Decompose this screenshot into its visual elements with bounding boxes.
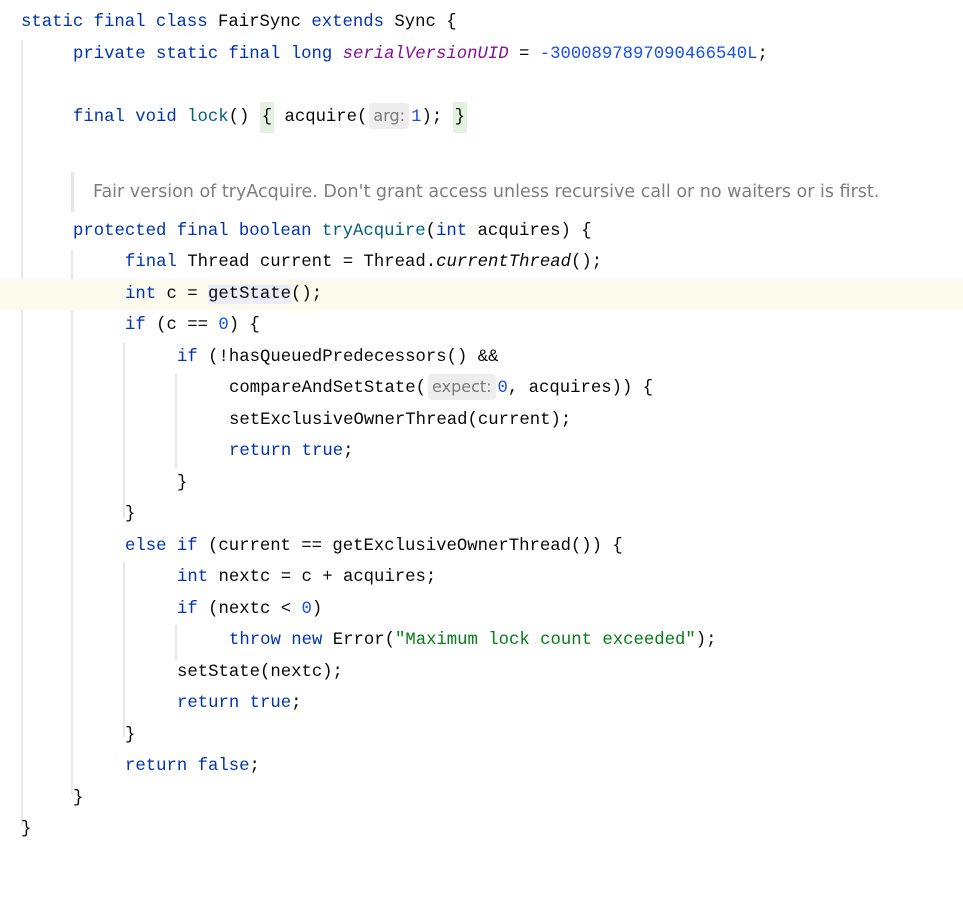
keyword: if bbox=[177, 600, 198, 619]
keyword: return true bbox=[229, 442, 344, 461]
code-line[interactable]: private static final long serialVersionU… bbox=[0, 39, 963, 70]
code-text: (); bbox=[570, 253, 603, 272]
closing-brace: } bbox=[21, 820, 32, 839]
code-text: , acquires)) { bbox=[507, 379, 654, 398]
keyword: protected final boolean bbox=[73, 222, 312, 241]
code-line[interactable]: protected final boolean tryAcquire(int a… bbox=[0, 216, 963, 247]
code-text: ; bbox=[343, 442, 354, 461]
code-text: ; bbox=[291, 694, 302, 713]
indent-guide bbox=[123, 562, 125, 737]
code-text: nextc = c + acquires; bbox=[218, 568, 437, 587]
code-text: ( bbox=[425, 222, 436, 241]
code-text: = bbox=[508, 45, 540, 64]
code-text: ; bbox=[757, 45, 768, 64]
code-line[interactable]: } bbox=[0, 783, 963, 814]
code-line[interactable]: int nextc = c + acquires; bbox=[0, 562, 963, 593]
rendered-doc-comment[interactable]: Fair version of tryAcquire. Don't grant … bbox=[71, 172, 963, 212]
code-line[interactable]: final Thread current = Thread.currentThr… bbox=[0, 247, 963, 278]
code-text: () bbox=[228, 108, 250, 127]
code-text: compareAndSetState( bbox=[229, 379, 427, 398]
keyword: return true bbox=[177, 694, 292, 713]
code-line[interactable]: } bbox=[0, 814, 963, 845]
indent-guide bbox=[21, 40, 23, 825]
indent-guide bbox=[71, 250, 73, 795]
code-text: setState(nextc); bbox=[177, 663, 343, 682]
code-line[interactable]: } bbox=[0, 499, 963, 530]
keyword: int bbox=[125, 285, 157, 304]
closing-brace: } bbox=[125, 726, 136, 745]
keyword: private static final long bbox=[73, 45, 333, 64]
code-text: (nextc < bbox=[208, 600, 302, 619]
code-line[interactable]: if (!hasQueuedPredecessors() && bbox=[0, 342, 963, 373]
code-line[interactable]: setState(nextc); bbox=[0, 657, 963, 688]
indent-guide bbox=[175, 373, 177, 468]
code-line[interactable]: if (nextc < 0) bbox=[0, 594, 963, 625]
code-line[interactable]: setExclusiveOwnerThread(current); bbox=[0, 405, 963, 436]
code-text: Thread current = Thread. bbox=[187, 253, 437, 272]
code-text: ; bbox=[249, 757, 260, 776]
folded-brace[interactable]: { bbox=[259, 102, 275, 133]
code-line[interactable]: } bbox=[0, 468, 963, 499]
indent-guide bbox=[123, 343, 125, 518]
code-line[interactable]: if (c == 0) { bbox=[0, 310, 963, 341]
keyword: final bbox=[125, 253, 177, 272]
keyword: static final class bbox=[21, 13, 208, 32]
code-text: ) bbox=[311, 600, 323, 619]
code-line[interactable]: compareAndSetState(expect:0, acquires)) … bbox=[0, 373, 963, 404]
static-field: serialVersionUID bbox=[342, 45, 509, 64]
code-line[interactable]: return false; bbox=[0, 751, 963, 782]
code-text: (); bbox=[290, 285, 323, 304]
closing-brace: } bbox=[73, 789, 84, 808]
highlighted-reference[interactable]: getState bbox=[207, 285, 291, 304]
code-text: acquires) { bbox=[477, 222, 592, 241]
number-literal: 0 bbox=[497, 379, 508, 398]
keyword: int bbox=[177, 568, 209, 587]
code-text: Error( bbox=[332, 631, 395, 650]
string-literal: "Maximum lock count exceeded" bbox=[394, 631, 696, 650]
code-text: c = bbox=[166, 285, 208, 304]
code-text: (!hasQueuedPredecessors() && bbox=[208, 348, 499, 367]
number-literal: 0 bbox=[218, 316, 229, 335]
parameter-hint: arg: bbox=[369, 103, 410, 129]
code-text: Sync { bbox=[394, 13, 457, 32]
code-text: setExclusiveOwnerThread(current); bbox=[229, 411, 572, 430]
code-line[interactable]: else if (current == getExclusiveOwnerThr… bbox=[0, 531, 963, 562]
class-name: FairSync bbox=[218, 13, 302, 32]
code-line[interactable]: final void lock() { acquire(arg:1); } bbox=[0, 102, 963, 133]
code-text: ); bbox=[695, 631, 717, 650]
code-text: (current == getExclusiveOwnerThread()) { bbox=[207, 537, 623, 556]
keyword: return false bbox=[125, 757, 250, 776]
code-line[interactable]: return true; bbox=[0, 688, 963, 719]
keyword: throw new bbox=[229, 631, 323, 650]
number-literal: -3000897897090466540L bbox=[539, 45, 758, 64]
keyword: if bbox=[125, 316, 146, 335]
code-line[interactable]: } bbox=[0, 720, 963, 751]
keyword: int bbox=[436, 222, 468, 241]
code-line[interactable]: throw new Error("Maximum lock count exce… bbox=[0, 625, 963, 656]
code-editor[interactable]: static final class FairSync extends Sync… bbox=[0, 0, 963, 839]
caret-line[interactable]: int c = getState(); bbox=[0, 279, 963, 310]
parameter-hint: expect: bbox=[428, 374, 496, 400]
indent-guide bbox=[175, 625, 177, 660]
keyword: extends bbox=[311, 13, 384, 32]
closing-brace: } bbox=[125, 505, 136, 524]
number-literal: 1 bbox=[411, 108, 422, 127]
keyword: if bbox=[177, 348, 198, 367]
code-text: (c == bbox=[156, 316, 219, 335]
folded-brace[interactable]: } bbox=[452, 102, 467, 133]
code-line[interactable]: static final class FairSync extends Sync… bbox=[0, 7, 963, 38]
number-literal: 0 bbox=[301, 600, 312, 619]
closing-brace: } bbox=[177, 474, 188, 493]
code-text: ) { bbox=[228, 316, 260, 335]
keyword: final void bbox=[73, 108, 177, 127]
method-name: lock bbox=[187, 108, 229, 127]
method-name: tryAcquire bbox=[321, 222, 426, 241]
code-line[interactable]: return true; bbox=[0, 436, 963, 467]
code-text: ); bbox=[421, 108, 443, 127]
code-text: acquire( bbox=[284, 108, 368, 127]
keyword: else if bbox=[125, 537, 198, 556]
static-method-call: currentThread bbox=[436, 253, 571, 272]
